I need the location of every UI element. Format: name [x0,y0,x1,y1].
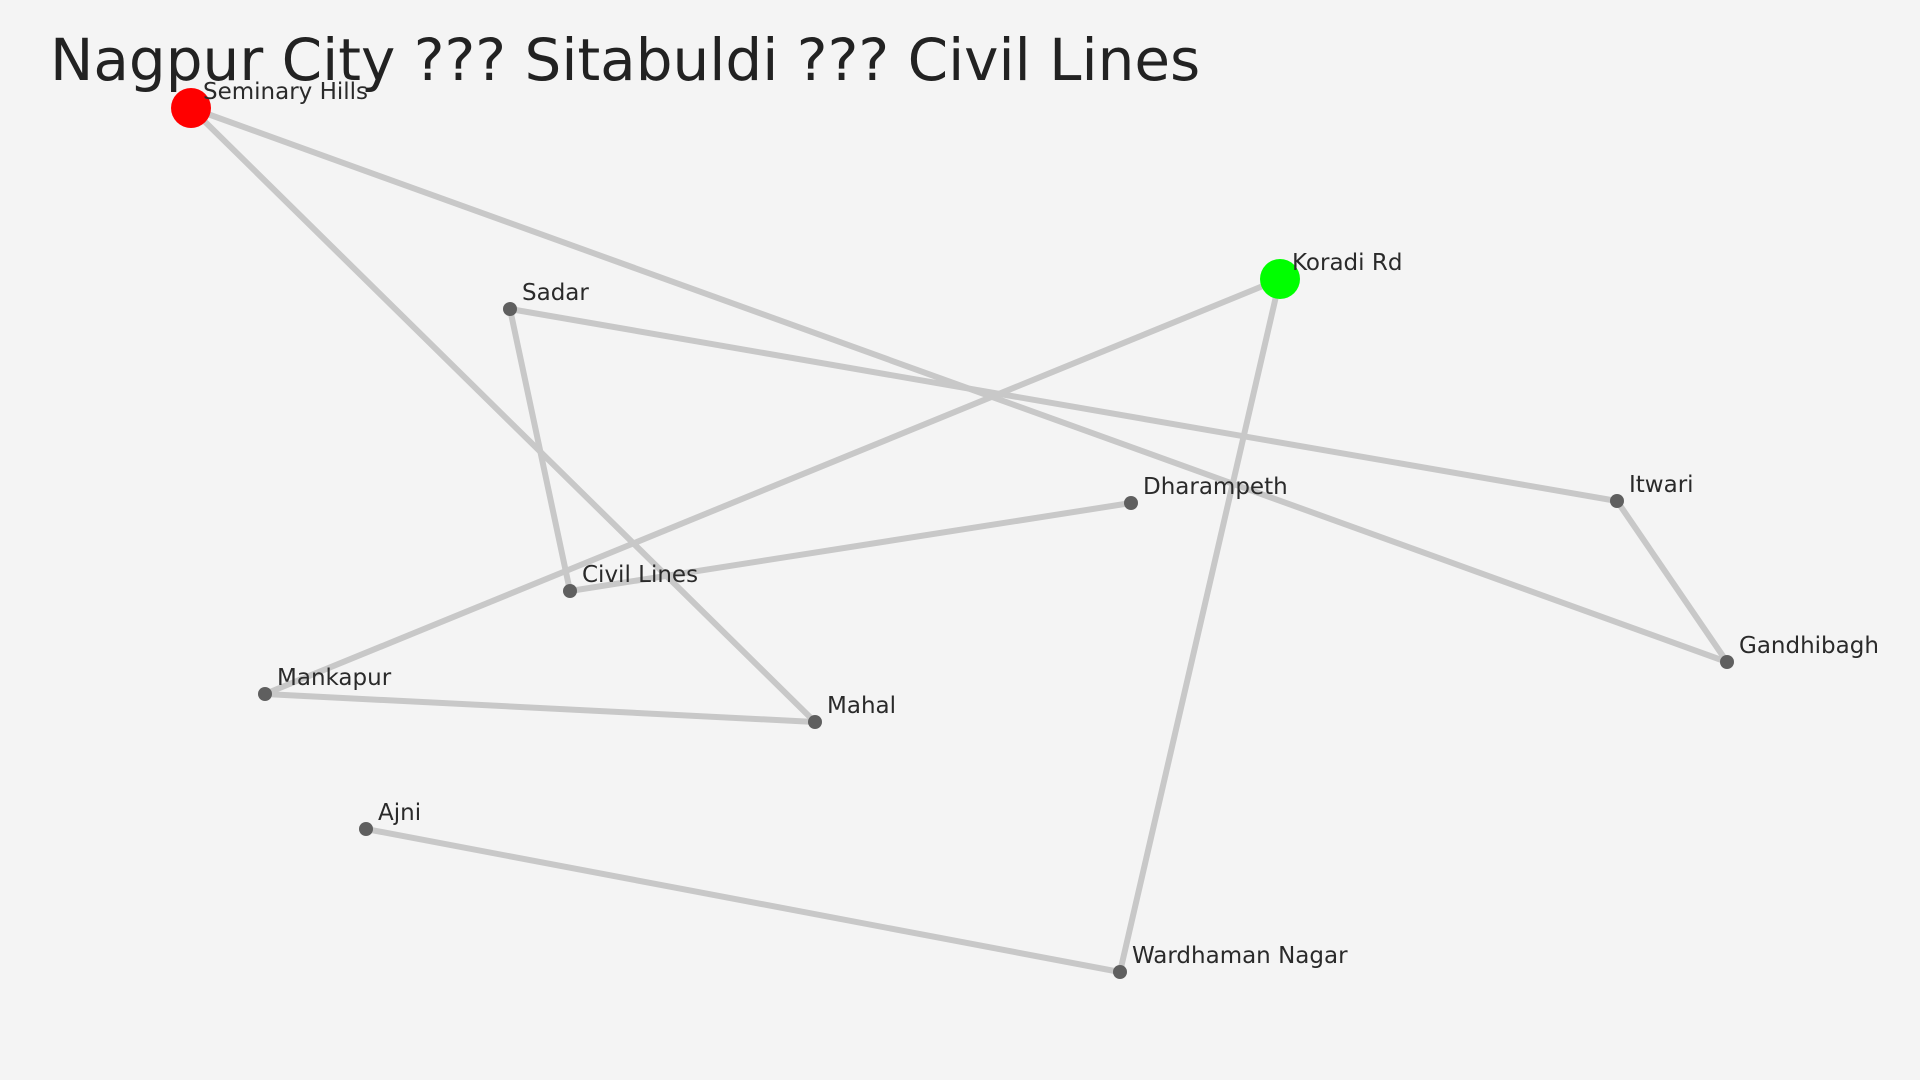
node-sadar [503,302,517,316]
node-label-sadar: Sadar [522,280,589,306]
node-dharampeth [1124,496,1138,510]
edge-itwari-sadar [507,306,1620,504]
node-civil-lines [563,584,577,598]
node-label-koradi-rd: Koradi Rd [1292,250,1402,276]
node-gandhibagh [1720,655,1734,669]
node-wardhaman-nagar [1113,965,1127,979]
node-label-mankapur: Mankapur [277,665,392,691]
node-label-gandhibagh: Gandhibagh [1739,633,1879,659]
node-label-itwari: Itwari [1629,472,1694,498]
node-mahal [808,715,822,729]
edge-civil-lines-dharampeth [567,500,1134,594]
edge-gandhibagh-itwari [1614,498,1730,665]
node-label-mahal: Mahal [827,693,896,719]
edge-mankapur-mahal [262,691,818,725]
edge-wardhaman-nagar-ajni [363,826,1123,975]
node-itwari [1610,494,1624,508]
node-label-civil-lines: Civil Lines [582,562,698,588]
edge-sadar-civil-lines [507,306,573,594]
node-ajni [359,822,373,836]
node-label-ajni: Ajni [378,800,421,826]
node-koradi-rd-end-marker [1260,259,1300,299]
node-label-dharampeth: Dharampeth [1143,474,1288,500]
node-label-wardhaman-nagar: Wardhaman Nagar [1132,943,1348,969]
edge-seminary-hills-mahal [188,105,818,725]
node-label-seminary-hills: Seminary Hills [203,79,368,105]
node-seminary-hills-start-marker [171,88,211,128]
edge-koradi-rd-wardhaman-nagar [1117,276,1283,975]
edge-mankapur-koradi-rd [262,276,1283,697]
edges-layer [188,105,1730,975]
nodes-layer [171,88,1734,979]
node-mankapur [258,687,272,701]
map-title: Nagpur City ??? Sitabuldi ??? Civil Line… [50,26,1200,94]
